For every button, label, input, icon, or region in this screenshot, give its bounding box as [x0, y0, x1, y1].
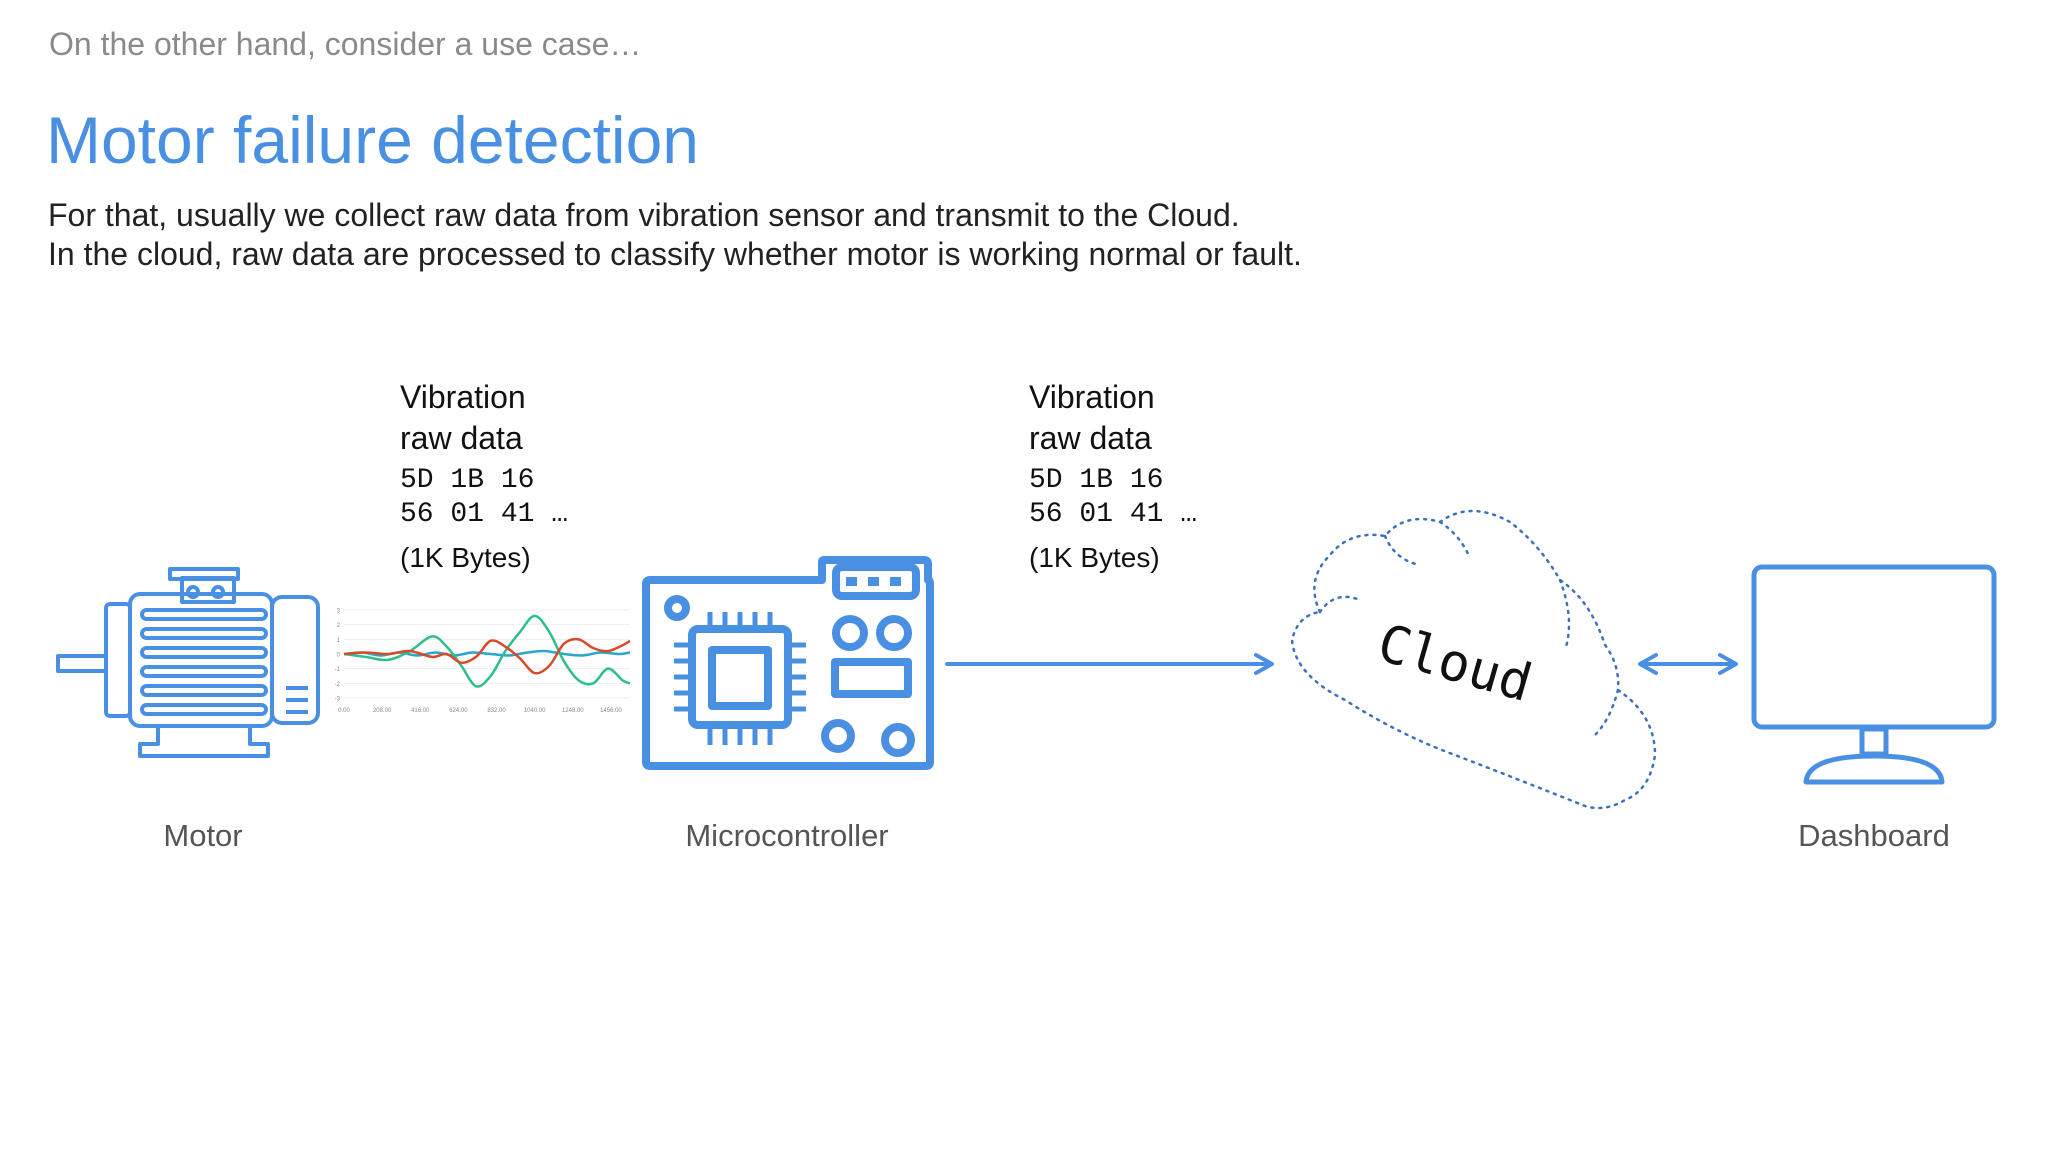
- description-line-2: In the cloud, raw data are processed to …: [48, 236, 1302, 272]
- vibration-chart: 3 2 1 0 -1 -2 -3 0.00 208.00 416.00 624.00 832.00 10…: [335, 609, 631, 714]
- chart-y-tick-label: -3: [335, 697, 341, 703]
- packet-hex-line-1: 5D 1B 16: [400, 465, 535, 496]
- chart-x-tick-label: 1040.00: [524, 708, 546, 714]
- packet-hex-line-2: 56 01 41 …: [400, 499, 569, 530]
- chart-x-tick-label: 1248.00: [562, 708, 584, 714]
- packet-title-line-2: raw data: [400, 420, 523, 456]
- packet-size: (1K Bytes): [1029, 542, 1160, 573]
- slide-title: Motor failure detection: [46, 103, 700, 177]
- slide-kicker: On the other hand, consider a use case…: [49, 26, 642, 62]
- chart-x-tick-label: 1456.00: [600, 708, 622, 714]
- description-line-1: For that, usually we collect raw data fr…: [48, 197, 1240, 233]
- node-label-motor: Motor: [163, 818, 243, 853]
- chart-y-tick-label: -2: [335, 682, 341, 688]
- chart-y-tick-label: 3: [337, 609, 341, 615]
- packet-size: (1K Bytes): [400, 542, 531, 573]
- chart-series-line-3: [343, 637, 631, 675]
- chart-y-tick-label: 2: [337, 623, 341, 629]
- packet-label-1: Vibration raw data 5D 1B 16 56 01 41 … (…: [400, 377, 568, 574]
- chart-x-tick-label: 208.00: [373, 708, 392, 714]
- chart-y-tick-label: -1: [335, 667, 341, 673]
- chart-x-tick-label: 416.00: [411, 708, 430, 714]
- chart-x-tick-label: 0.00: [338, 708, 350, 714]
- packet-hex-line-2: 56 01 41 …: [1029, 499, 1198, 530]
- chart-y-tick-label: 0: [337, 653, 341, 659]
- node-label-dashboard: Dashboard: [1798, 818, 1950, 853]
- packet-title-line-1: Vibration: [1029, 379, 1155, 415]
- packet-label-2: Vibration raw data 5D 1B 16 56 01 41 … (…: [1029, 377, 1197, 574]
- chart-y-tick-label: 1: [337, 638, 341, 644]
- packet-title-line-1: Vibration: [400, 379, 526, 415]
- node-label-microcontroller: Microcontroller: [685, 818, 889, 853]
- packet-title-line-2: raw data: [1029, 420, 1152, 456]
- chart-x-tick-label: 832.00: [487, 708, 506, 714]
- chart-x-tick-label: 624.00: [449, 708, 468, 714]
- packet-hex-line-1: 5D 1B 16: [1029, 465, 1164, 496]
